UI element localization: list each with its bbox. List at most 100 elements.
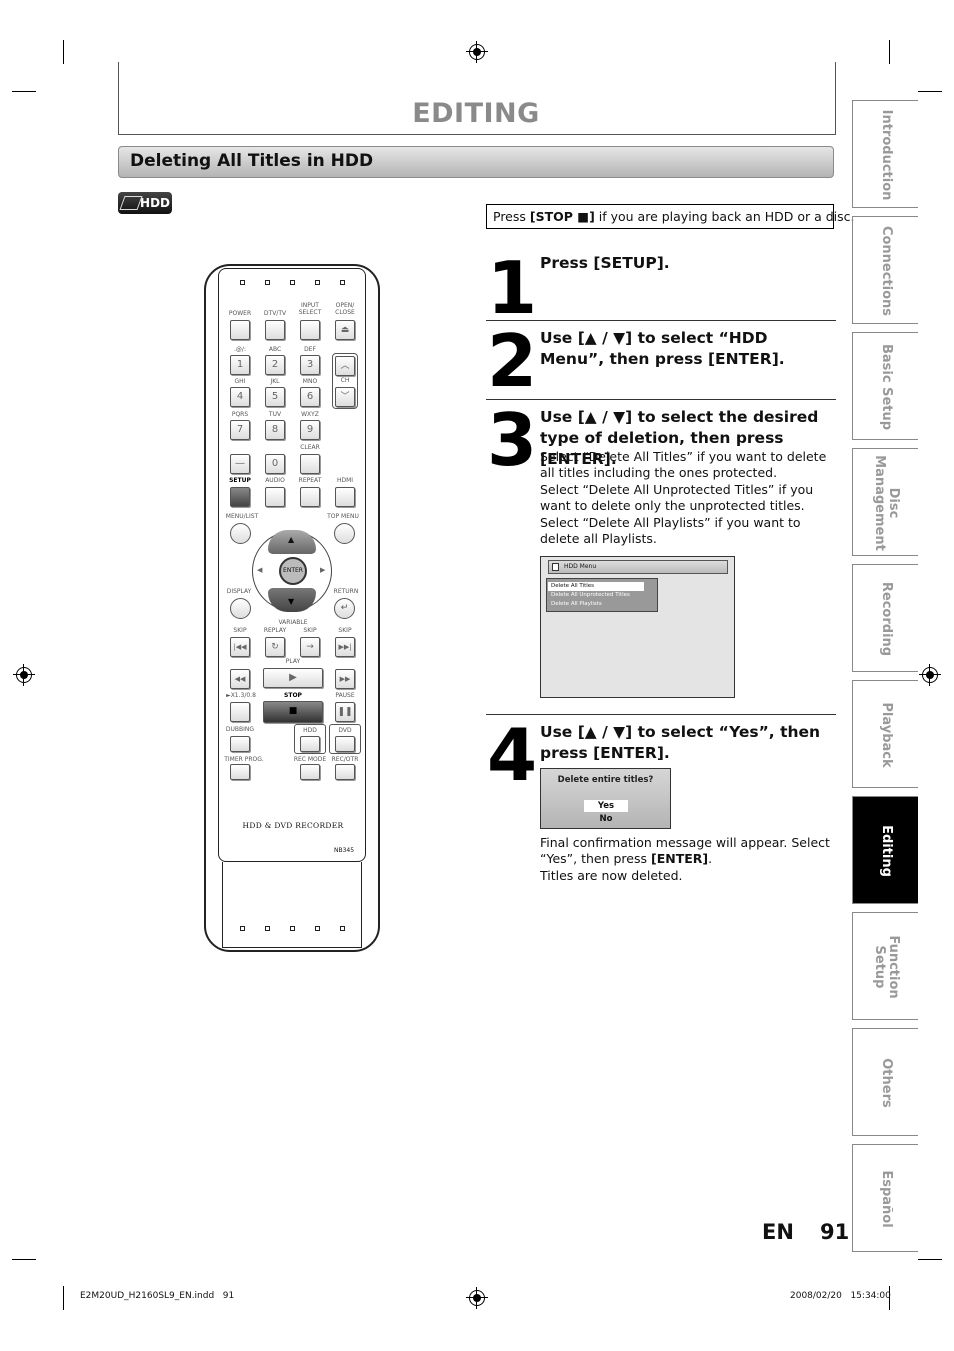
remote-label: STOP xyxy=(284,692,302,699)
digit-4-button[interactable]: 4 xyxy=(230,387,250,407)
confirm-no-option[interactable]: No xyxy=(599,814,613,824)
indicator-icon xyxy=(265,280,270,285)
tab-introduction[interactable]: Introduction xyxy=(852,100,918,208)
digit-1-button[interactable]: 1 xyxy=(230,355,250,375)
confirm-yes-option[interactable]: Yes xyxy=(584,800,628,812)
tab-label: Function Setup xyxy=(872,935,901,999)
tab-editing[interactable]: Editing xyxy=(852,796,918,904)
remote-label: AUDIO xyxy=(265,477,285,484)
step-divider xyxy=(486,399,836,400)
remote-label: SKIP xyxy=(338,627,352,634)
header-frame xyxy=(118,62,836,135)
step-number: 4 xyxy=(487,713,537,797)
print-timestamp: 2008/02/20 15:34:00 xyxy=(790,1291,891,1301)
enter-button[interactable]: ENTER xyxy=(279,557,307,585)
digit-2-button[interactable]: 2 xyxy=(265,355,285,375)
digit-3-button[interactable]: 3 xyxy=(300,355,320,375)
remote-battery-cover xyxy=(222,862,362,948)
hdd-button[interactable] xyxy=(300,736,320,752)
tab-label: Introduction xyxy=(879,109,894,201)
tab-basic-setup[interactable]: Basic Setup xyxy=(852,332,918,440)
hdmi-button[interactable] xyxy=(335,487,355,507)
crop-mark xyxy=(889,40,890,64)
tab-label: Recording xyxy=(879,581,894,657)
clear-button[interactable] xyxy=(300,454,320,474)
digit-6-button[interactable]: 6 xyxy=(300,387,320,407)
remote-label: INPUT xyxy=(301,302,319,309)
dubbing-button[interactable] xyxy=(230,736,250,752)
right-arrow-icon[interactable]: ▶ xyxy=(320,566,326,574)
remote-label: HDMI xyxy=(336,477,354,484)
step-heading: Use [▲ / ▼] to select “Yes”, then press … xyxy=(540,723,821,762)
audio-button[interactable] xyxy=(265,487,285,507)
dtv-tv-button[interactable] xyxy=(265,320,285,340)
rewind-button[interactable]: ◀◀ xyxy=(230,669,250,689)
repeat-button[interactable] xyxy=(300,487,320,507)
down-arrow-button[interactable] xyxy=(268,588,316,612)
tab-function-setup[interactable]: Function Setup xyxy=(852,912,918,1020)
rec-otr-button[interactable] xyxy=(335,764,355,780)
channel-rocker xyxy=(332,353,358,409)
menu-list-button[interactable] xyxy=(230,523,251,544)
digit-0-button[interactable]: 0 xyxy=(265,454,285,474)
tab-espanol[interactable]: Español xyxy=(852,1144,918,1252)
play-button[interactable]: ▶ xyxy=(263,668,323,688)
left-arrow-icon[interactable]: ◀ xyxy=(257,566,263,574)
note-bold: [STOP ■] xyxy=(529,209,595,224)
note-text: Press xyxy=(493,209,530,224)
language-code: EN xyxy=(762,1220,794,1244)
tab-label-line: Management xyxy=(872,455,887,551)
crop-mark xyxy=(918,91,942,92)
section-bar xyxy=(118,146,834,178)
rec-mode-button[interactable] xyxy=(300,764,320,780)
power-button[interactable] xyxy=(230,320,250,340)
tab-playback[interactable]: Playback xyxy=(852,680,918,788)
digit-7-button[interactable]: 7 xyxy=(230,420,250,440)
speed-button[interactable] xyxy=(230,702,250,722)
replay-button[interactable]: ↻ xyxy=(265,637,285,657)
step-body: Final confirmation message will appear. … xyxy=(540,835,838,885)
tab-recording[interactable]: Recording xyxy=(852,564,918,672)
page-number: 91 xyxy=(820,1220,850,1244)
skip-next-button[interactable]: ▶▶| xyxy=(335,637,355,657)
remote-label: REPLAY xyxy=(263,627,287,634)
remote-label: PQRS xyxy=(231,411,249,418)
stop-note: Press [STOP ■] if you are playing back a… xyxy=(486,204,855,229)
display-button[interactable] xyxy=(230,598,251,619)
menu-item-delete-all-titles[interactable]: Delete All Titles xyxy=(548,582,644,591)
tab-label: Basic Setup xyxy=(879,343,894,431)
setup-button[interactable] xyxy=(230,487,250,507)
body-text: . xyxy=(708,851,713,866)
step-paragraph: Final confirmation message will appear. … xyxy=(540,835,838,867)
hdd-icon xyxy=(552,563,559,571)
menu-item-delete-unprotected[interactable]: Delete All Unprotected Titles xyxy=(551,592,630,598)
channel-up-button[interactable]: ︿ xyxy=(335,356,355,376)
dvd-button[interactable] xyxy=(335,736,355,752)
input-select-button[interactable] xyxy=(300,320,320,340)
return-button[interactable]: ↵ xyxy=(334,598,355,619)
hdd-menu-title: HDD Menu xyxy=(548,560,728,574)
timer-prog-button[interactable] xyxy=(230,764,250,780)
pause-button[interactable]: ❚❚ xyxy=(335,702,355,722)
skip-back-button[interactable]: |◀◀ xyxy=(230,637,250,657)
up-arrow-button[interactable] xyxy=(268,530,316,554)
remote-label: SELECT xyxy=(298,309,322,316)
note-text: if you are playing back an HDD or a disc… xyxy=(594,209,855,224)
dash-button[interactable]: — xyxy=(230,454,250,474)
step-body: Select “Delete All Titles” if you want t… xyxy=(540,449,838,548)
stop-button[interactable]: ■ xyxy=(263,701,323,723)
remote-label: PLAY xyxy=(285,658,301,665)
tab-connections[interactable]: Connections xyxy=(852,216,918,324)
digit-8-button[interactable]: 8 xyxy=(265,420,285,440)
digit-5-button[interactable]: 5 xyxy=(265,387,285,407)
digit-9-button[interactable]: 9 xyxy=(300,420,320,440)
indicator-icon xyxy=(240,926,245,931)
skip-forward-button[interactable]: → xyxy=(300,637,320,657)
menu-item-delete-playlists[interactable]: Delete All Playlists xyxy=(551,601,602,607)
eject-button[interactable]: ⏏ xyxy=(335,320,355,340)
fast-forward-button[interactable]: ▶▶ xyxy=(335,669,355,689)
top-menu-button[interactable] xyxy=(334,523,355,544)
tab-others[interactable]: Others xyxy=(852,1028,918,1136)
channel-down-button[interactable]: ﹀ xyxy=(335,387,355,407)
